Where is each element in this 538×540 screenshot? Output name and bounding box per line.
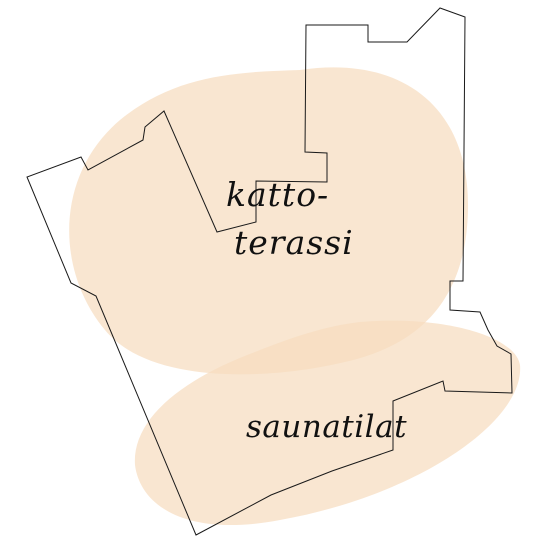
building-outline xyxy=(26,7,513,536)
sauna-area-label: saunatilat xyxy=(246,409,407,445)
rooftop-terrace-label-line2: terassi xyxy=(234,223,354,262)
rooftop-terrace-label-line1: katto- xyxy=(226,175,329,214)
sauna-zone xyxy=(134,320,521,526)
rooftop-terrace-zone xyxy=(69,67,469,375)
